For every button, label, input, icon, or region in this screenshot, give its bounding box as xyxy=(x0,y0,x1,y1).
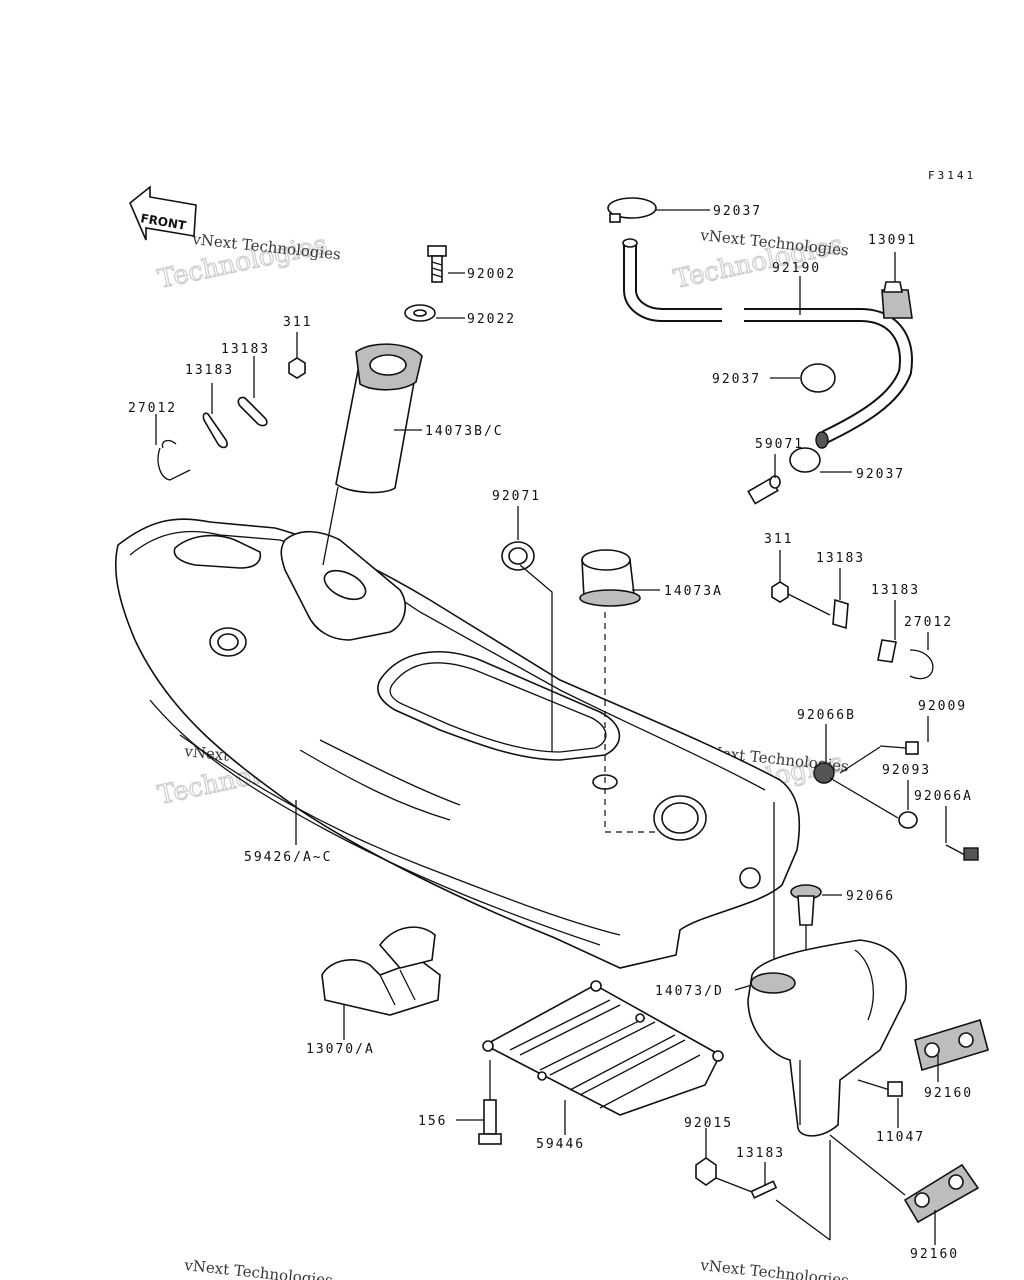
grommet-92071-part xyxy=(501,541,535,571)
fitting-59071-part xyxy=(747,475,781,505)
label-92160: 92160 xyxy=(910,1247,959,1262)
hose-92190-part xyxy=(622,238,913,449)
nut-311-part xyxy=(288,357,306,379)
watermark-text: vNext Technologies xyxy=(699,1256,850,1280)
label-92066: 92066 xyxy=(846,889,895,904)
grommet-92066-part xyxy=(790,884,822,926)
label-59446: 59446 xyxy=(536,1137,585,1152)
ubolt-27012-part xyxy=(909,649,934,680)
label-27012: 27012 xyxy=(128,401,177,416)
label-92190: 92190 xyxy=(772,261,821,276)
label-14073bc: 14073B/C xyxy=(425,424,504,439)
plate-13183-part xyxy=(202,396,268,449)
diagram-code: F3141 xyxy=(928,169,976,182)
label-14073d: 14073/D xyxy=(655,984,724,999)
label-156: 156 xyxy=(418,1114,447,1129)
grommet-92066a-part xyxy=(945,844,979,861)
label-92009: 92009 xyxy=(918,699,967,714)
label-311: 311 xyxy=(283,315,312,330)
ubolt-27012-part xyxy=(157,447,191,481)
label-27012: 27012 xyxy=(904,615,953,630)
label-13070a: 13070/A xyxy=(306,1042,375,1057)
grate-13070a-part xyxy=(321,926,441,1016)
label-92037: 92037 xyxy=(856,467,905,482)
label-13091: 13091 xyxy=(868,233,917,248)
label-92071: 92071 xyxy=(492,489,541,504)
label-92093: 92093 xyxy=(882,763,931,778)
label-59071: 59071 xyxy=(755,437,804,452)
clamp-92037-part xyxy=(800,363,836,393)
nut-311-part xyxy=(771,581,789,603)
hull-part xyxy=(115,518,801,969)
plate-13183-part xyxy=(750,1180,778,1199)
clamp-92037-part xyxy=(789,447,821,473)
part-labels: 92037 13091 92190 92037 59071 92037 9200… xyxy=(128,204,973,1262)
grommet-92066b-part xyxy=(813,762,835,784)
holder-13091-part xyxy=(881,281,913,319)
label-13183: 13183 xyxy=(185,363,234,378)
label-13183: 13183 xyxy=(221,342,270,357)
leader-lines xyxy=(155,209,947,1245)
label-92160: 92160 xyxy=(924,1086,973,1101)
bolt-11047-part xyxy=(857,1079,903,1097)
label-92066a: 92066A xyxy=(914,789,973,804)
plate-13183-part xyxy=(877,639,897,663)
label-13183: 13183 xyxy=(816,551,865,566)
plate-13183-part xyxy=(832,598,849,630)
label-92037: 92037 xyxy=(713,204,762,219)
bolt-156-part xyxy=(478,1099,502,1145)
label-92015: 92015 xyxy=(684,1116,733,1131)
screw-92009-part xyxy=(879,741,919,755)
plate-92160-part xyxy=(914,1018,989,1072)
label-92002: 92002 xyxy=(467,267,516,282)
washer-92093-part xyxy=(898,811,918,829)
plate-92160-part xyxy=(903,1163,980,1224)
plate-59446-part xyxy=(482,980,724,1116)
duct-14073bc-part xyxy=(335,343,423,494)
watermark-text: vNext Technologies xyxy=(183,1256,334,1280)
label-59426: 59426/A~C xyxy=(244,850,332,865)
front-arrow-icon: FRONT xyxy=(129,185,197,241)
label-92037: 92037 xyxy=(712,372,761,387)
label-92022: 92022 xyxy=(467,312,516,327)
bolt-92002-part xyxy=(427,245,447,283)
nut-92015-part xyxy=(695,1157,717,1186)
duct-14073a-part xyxy=(579,549,641,607)
duct-14073d-part xyxy=(747,939,907,1137)
label-14073a: 14073A xyxy=(664,584,723,599)
label-11047: 11047 xyxy=(876,1130,925,1145)
label-13183: 13183 xyxy=(871,583,920,598)
clamp-92037-part xyxy=(607,197,657,223)
label-92066b: 92066B xyxy=(797,708,856,723)
label-311: 311 xyxy=(764,532,793,547)
label-13183: 13183 xyxy=(736,1146,785,1161)
